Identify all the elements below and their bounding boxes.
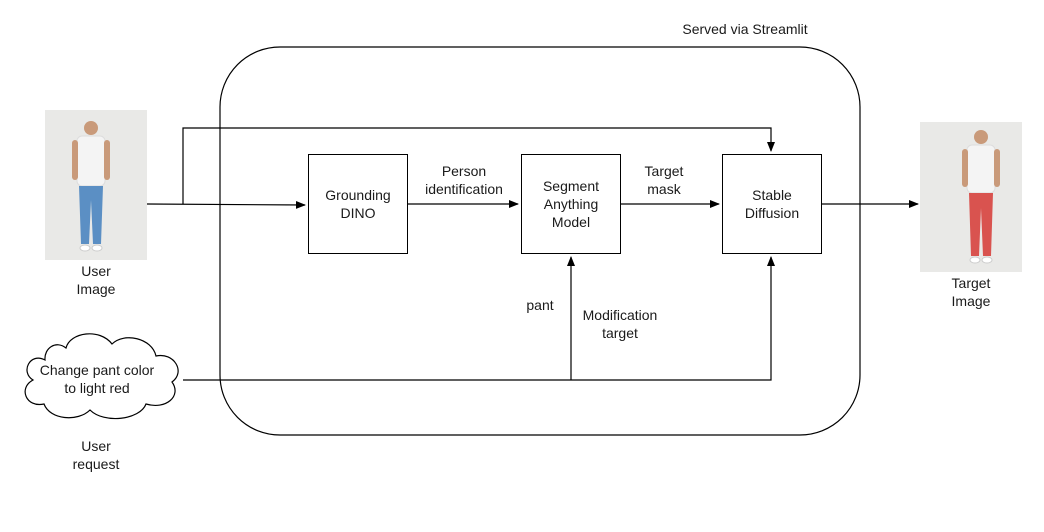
grounding-dino-box: Grounding DINO (308, 154, 408, 254)
target-image-label: Target Image (951, 275, 991, 309)
user-image-label: User Image (76, 263, 116, 297)
user-image-photo (45, 110, 147, 260)
arrow-image-to-grounding (146, 200, 306, 209)
request-cloud (24, 333, 179, 420)
pant-label: pant (526, 297, 554, 313)
user-request-label: User request (72, 438, 120, 472)
target-image-photo (920, 122, 1022, 272)
person-identification-label: Person identification (425, 163, 503, 197)
stable-diffusion-box: Stable Diffusion (722, 154, 822, 254)
streamlit-container (219, 46, 861, 436)
request-text: Change pant color to light red (39, 362, 155, 396)
modification-target-label: Modification target (582, 307, 658, 341)
target-mask-label: Target mask (644, 163, 684, 197)
segment-anything-box: Segment Anything Model (521, 154, 621, 254)
arrow-request-to-diffusion (183, 256, 775, 381)
container-label: Served via Streamlit (682, 21, 808, 37)
arrow-image-to-diffusion (182, 127, 775, 204)
